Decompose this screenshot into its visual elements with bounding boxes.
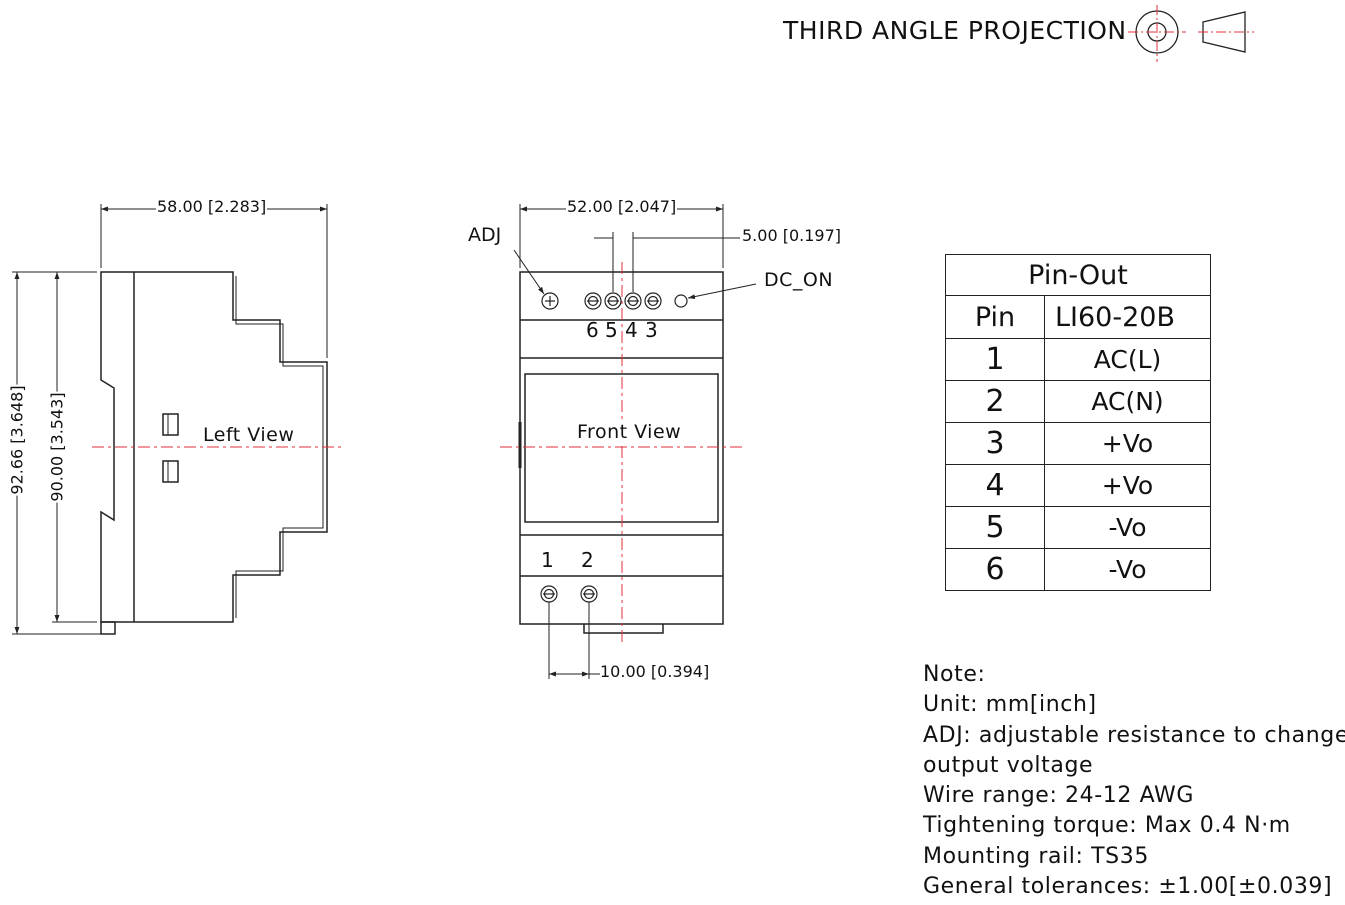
pin-function: AC(N)	[1044, 380, 1211, 423]
output-terminal-number-4: 4	[625, 318, 638, 342]
pin-function: -Vo	[1044, 548, 1211, 591]
projection-title: THIRD ANGLE PROJECTION	[783, 16, 1127, 45]
input-terminal-number-2: 2	[581, 548, 594, 572]
table-row: 5 -Vo	[945, 506, 1211, 549]
note-line: Note:	[923, 662, 986, 687]
table-row: 6 -Vo	[945, 548, 1211, 591]
pin-number: 4	[945, 464, 1045, 507]
front-view-dimensions	[513, 204, 757, 679]
front-view-centerlines	[500, 262, 742, 642]
table-row: 2 AC(N)	[945, 380, 1211, 423]
left-view-label: Left View	[201, 424, 297, 446]
notes-block: Note: Unit: mm[inch] ADJ: adjustable res…	[923, 660, 1345, 902]
projection-symbol	[1128, 5, 1254, 62]
dc-on-led	[674, 294, 688, 308]
table-row: 3 +Vo	[945, 422, 1211, 465]
note-line: ADJ: adjustable resistance to change	[923, 722, 1345, 748]
pinout-title: Pin-Out	[945, 254, 1211, 296]
pin-function: AC(L)	[1044, 338, 1211, 381]
pin-number: 1	[945, 338, 1045, 381]
left-view-inner-height-dimension: 90.00 [3.543]	[47, 391, 67, 503]
note-line: Mounting rail: TS35	[923, 843, 1149, 869]
pin-number: 2	[945, 380, 1045, 423]
output-terminal-number-5: 5	[605, 318, 618, 342]
pinout-col-model: LI60-20B	[1044, 295, 1211, 339]
pin-number: 3	[945, 422, 1045, 465]
pinout-table: Pin-Out Pin LI60-20B 1 AC(L) 2 AC(N) 3 +…	[945, 254, 1211, 591]
pin-number: 5	[945, 506, 1045, 549]
pin-number: 6	[945, 548, 1045, 591]
output-terminal-screws	[584, 292, 662, 310]
front-view-input-pitch-dimension: 10.00 [0.394]	[600, 662, 710, 681]
note-line: output voltage	[923, 752, 1094, 778]
adj-potentiometer	[541, 292, 559, 310]
pin-function: +Vo	[1044, 464, 1211, 507]
front-view-pitch-dimension: 5.00 [0.197]	[742, 226, 841, 245]
adj-label: ADJ	[468, 224, 502, 246]
table-row: 4 +Vo	[945, 464, 1211, 507]
output-terminal-number-3: 3	[645, 318, 658, 342]
left-view-width-dimension: 58.00 [2.283]	[156, 197, 268, 216]
front-view-label: Front View	[575, 421, 684, 443]
pin-function: -Vo	[1044, 506, 1211, 549]
pinout-col-pin: Pin	[945, 295, 1045, 339]
table-row: 1 AC(L)	[945, 338, 1211, 381]
note-line: Wire range: 24-12 AWG	[923, 783, 1195, 809]
dc-on-label: DC_ON	[764, 269, 834, 291]
left-view-outer-height-dimension: 92.66 [3.648]	[7, 384, 27, 496]
input-terminal-screws	[540, 585, 598, 603]
note-line: Tightening torque: Max 0.4 N·m	[923, 813, 1291, 839]
pin-function: +Vo	[1044, 422, 1211, 465]
output-terminal-number-6: 6	[586, 318, 599, 342]
note-line: General tolerances: ±1.00[±0.039]	[923, 874, 1333, 900]
note-line: Unit: mm[inch]	[923, 692, 1097, 718]
front-view-width-dimension: 52.00 [2.047]	[566, 197, 678, 216]
left-view-outline	[100, 271, 328, 635]
input-terminal-number-1: 1	[541, 548, 554, 572]
